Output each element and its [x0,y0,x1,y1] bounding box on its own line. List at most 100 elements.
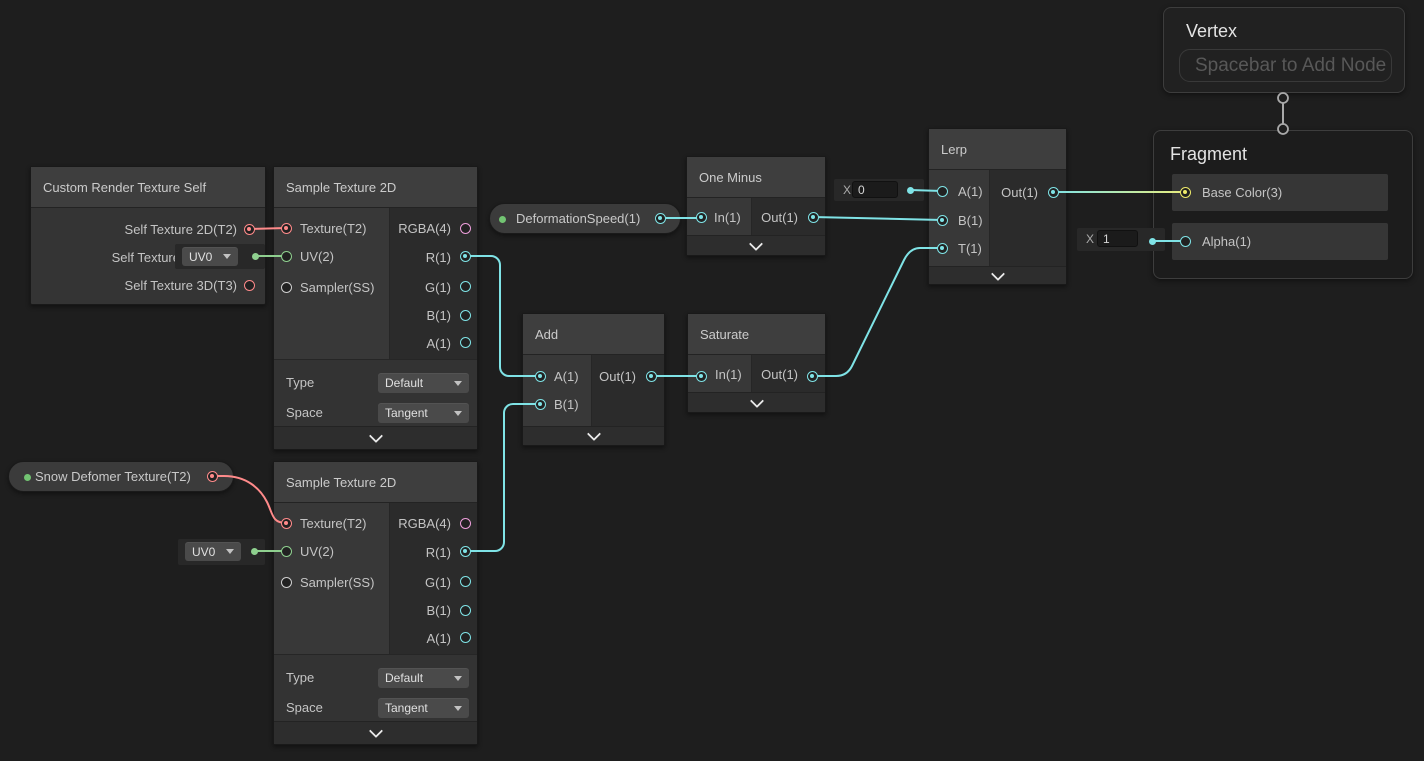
port-r-output-top[interactable] [459,250,471,262]
port-oneminus-in[interactable] [695,211,707,223]
port-add-out[interactable] [645,370,657,382]
snow-deformer-texture-property-node[interactable]: Snow Defomer Texture(T2) [8,461,234,492]
port-lerp-b[interactable] [936,214,948,226]
uv-channel-dropdown[interactable]: UV0 [185,542,241,561]
exposed-property-dot-icon [24,474,31,481]
chevron-down-icon [586,426,601,442]
collapse-toggle[interactable] [274,426,477,449]
collapse-toggle[interactable] [688,392,825,412]
port-saturate-out[interactable] [806,370,818,382]
collapse-toggle[interactable] [523,426,664,445]
port-b-output-bottom[interactable] [459,604,471,616]
output-label-out: Out(1) [761,210,798,225]
x1-default-connector-dot-icon [1148,237,1156,245]
output-label-out: Out(1) [1001,185,1038,200]
uv-channel-dropdown[interactable]: UV0 [182,247,238,266]
fragment-context-node[interactable]: Fragment Base Color(3) Alpha(1) [1153,130,1413,279]
saturate-node[interactable]: Saturate In(1) Out(1) [687,313,826,413]
port-rgba-output-bottom[interactable] [459,517,471,529]
control-label-space: Space [286,405,323,420]
base-color-block[interactable]: Base Color(3) [1172,174,1388,211]
control-label-type: Type [286,375,315,390]
space-dropdown[interactable]: Tangent [378,698,469,718]
collapse-toggle[interactable] [274,721,477,744]
port-oneminus-out[interactable] [807,211,819,223]
input-column [523,355,592,428]
one-minus-node[interactable]: One Minus In(1) Out(1) [686,156,826,256]
input-label-sampler: Sampler(SS) [300,575,375,590]
lerp-node[interactable]: Lerp A(1) B(1) T(1) Out(1) [928,128,1067,285]
alpha-default-widget: X 1 [1077,228,1165,251]
port-self-texture-3d-output[interactable] [243,279,255,291]
deformation-speed-property-node[interactable]: DeformationSpeed(1) [489,203,681,234]
port-g-output-bottom[interactable] [459,575,471,587]
port-self-texture-2d-output[interactable] [243,223,255,235]
port-g-output-top[interactable] [459,280,471,292]
node-title-label: Lerp [941,141,968,157]
x-component-label: X [843,183,852,197]
input-label-uv: UV(2) [300,544,334,559]
port-saturate-in[interactable] [695,370,707,382]
port-sampler-input-top[interactable] [280,281,292,293]
type-dropdown[interactable]: Default [378,373,469,393]
port-texture-input-top[interactable] [280,222,292,234]
space-dropdown[interactable]: Tangent [378,403,469,423]
port-snow-deformer-output[interactable] [206,470,218,482]
output-label-self-texture-2d: Self Texture 2D(T2) [124,222,237,237]
vertex-context-node[interactable]: Vertex Spacebar to Add Node [1163,7,1405,93]
space-dropdown-value: Tangent [385,701,428,715]
dropdown-caret-icon [454,675,462,681]
lerp-a-value-field[interactable]: 0 [852,181,898,198]
chevron-down-icon [368,428,383,444]
port-lerp-a[interactable] [936,185,948,197]
collapse-toggle[interactable] [929,266,1066,284]
type-dropdown[interactable]: Default [378,668,469,688]
x-component-label: X [1086,232,1095,246]
port-r-output-bottom[interactable] [459,545,471,557]
edge-oneminus-to-lerp-b[interactable] [812,216,943,221]
input-label-uv: UV(2) [300,249,334,264]
port-a-output-top[interactable] [459,336,471,348]
input-label-in: In(1) [715,367,742,382]
port-rgba-output-top[interactable] [459,222,471,234]
port-uv-input-bottom[interactable] [280,545,292,557]
port-a-output-bottom[interactable] [459,631,471,643]
port-deformation-speed-output[interactable] [654,212,666,224]
add-node-hint: Spacebar to Add Node [1179,49,1392,82]
uv-default-connector-dot-icon [251,252,259,260]
custom-render-texture-self-node[interactable]: Custom Render Texture Self Self Texture … [30,166,266,305]
property-label: Snow Defomer Texture(T2) [35,469,191,484]
lerp-a-value: 0 [858,182,865,197]
port-texture-input-bottom[interactable] [280,517,292,529]
edge-saturate-to-lerp-t[interactable] [811,247,943,377]
port-uv-input-top[interactable] [280,250,292,262]
input-label-in: In(1) [714,210,741,225]
node-title-label: Custom Render Texture Self [43,179,207,195]
port-base-color-input[interactable] [1179,186,1191,198]
collapse-toggle[interactable] [687,235,825,255]
port-b-output-top[interactable] [459,309,471,321]
type-dropdown-value: Default [385,376,424,390]
input-label-t: T(1) [958,241,982,256]
output-label-rgba: RGBA(4) [398,221,451,236]
input-column [274,208,390,359]
uv-default-connector-dot-icon [250,547,258,555]
dropdown-caret-icon [454,380,462,386]
port-sampler-input-bottom[interactable] [280,576,292,588]
x0-default-connector-dot-icon [906,186,914,194]
alpha-value-field[interactable]: 1 [1097,230,1138,247]
output-label-r: R(1) [425,544,451,560]
output-label-self-texture-cube: Self Texture [111,250,180,265]
alpha-block[interactable]: Alpha(1) [1172,223,1388,260]
port-lerp-out[interactable] [1047,186,1059,198]
port-lerp-t[interactable] [936,242,948,254]
node-title-label: One Minus [699,169,762,185]
port-add-a[interactable] [534,370,546,382]
sample-texture-2d-top-node[interactable]: Sample Texture 2D Texture(T2) UV(2) Samp… [273,166,478,450]
port-alpha-input[interactable] [1179,235,1191,247]
port-add-b[interactable] [534,398,546,410]
add-node[interactable]: Add A(1) B(1) Out(1) [522,313,665,446]
output-label-b: B(1) [426,603,451,618]
sample-texture-2d-bottom-node[interactable]: Sample Texture 2D Texture(T2) UV(2) Samp… [273,461,478,745]
